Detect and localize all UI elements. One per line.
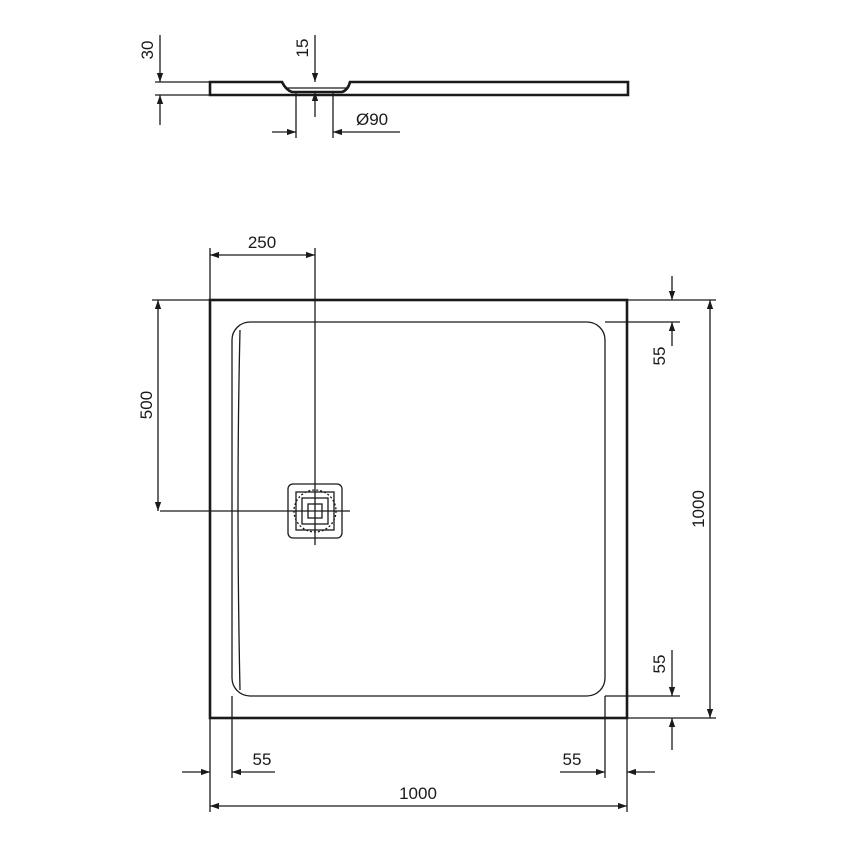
tray-outline [208,298,629,720]
dim-length-label: 1000 [689,490,708,528]
dim-border-bottom-label: 55 [650,655,669,674]
dim-drain-x-label: 250 [248,233,276,252]
dim-drain-diameter-label: Ø90 [356,110,388,129]
side-view: 30 15 Ø90 [138,35,630,138]
dim-height-label: 30 [138,41,157,60]
tray-profile [208,80,630,97]
dim-drain-y-label: 500 [137,391,156,419]
dim-drain-depth-label: 15 [293,39,312,58]
dim-border-left-label: 55 [253,750,272,769]
dim-border-top-label: 55 [650,347,669,366]
dim-width-label: 1000 [399,784,437,803]
plan-view: 250 500 1000 55 55 55 55 1000 [137,233,716,812]
dim-border-right-label: 55 [563,750,582,769]
tray-inner-basin [231,321,606,697]
